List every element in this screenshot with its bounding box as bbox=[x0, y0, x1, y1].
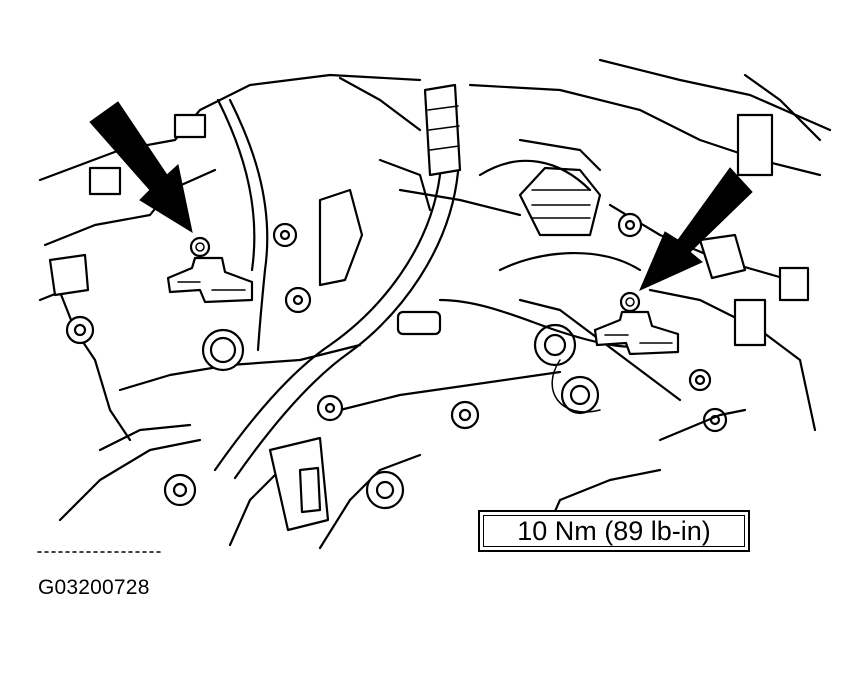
sensor-bolt-right bbox=[619, 291, 641, 313]
arrow-down-left-icon bbox=[639, 167, 753, 291]
wiring-harness bbox=[213, 83, 747, 480]
engine-castings bbox=[48, 113, 810, 532]
right-camshaft-sensor bbox=[593, 291, 680, 356]
figure-id: G03200728 bbox=[38, 576, 150, 599]
torque-spec-text: 10 Nm (89 lb-in) bbox=[517, 515, 711, 546]
engine-sensor-diagram bbox=[37, 58, 832, 553]
left-camshaft-sensor bbox=[166, 236, 254, 304]
sensor-bolt-left bbox=[189, 236, 211, 258]
arrow-down-right-icon bbox=[89, 101, 193, 234]
torque-spec-label: 10 Nm (89 lb-in) bbox=[478, 510, 750, 552]
bolt-bosses bbox=[65, 212, 728, 510]
engine-outline bbox=[38, 58, 832, 550]
